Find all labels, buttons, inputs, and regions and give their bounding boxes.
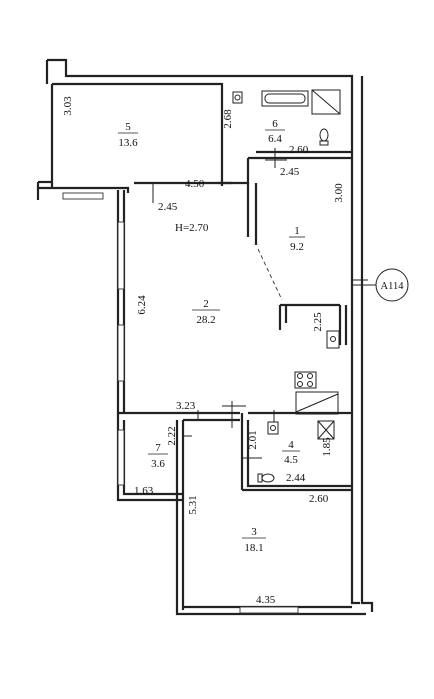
fixtures xyxy=(232,89,341,483)
shower-icon xyxy=(311,89,341,115)
dim-2-68: 2.68 xyxy=(222,109,234,129)
toilet-icon-2 xyxy=(257,473,275,483)
room-4-area: 4.5 xyxy=(284,454,298,466)
dim-2-01: 2.01 xyxy=(247,430,259,449)
room-7-label: 7 3.6 xyxy=(148,442,168,470)
dim-2-60-bottom: 2.60 xyxy=(309,493,329,505)
dim-1-85: 1.85 xyxy=(321,437,333,457)
ceiling-height-label: H=2.70 xyxy=(175,222,209,234)
dim-2-22: 2.22 xyxy=(166,426,178,445)
room-1-label: 1 9.2 xyxy=(289,225,305,253)
room-7-number: 7 xyxy=(155,442,161,454)
dim-3-23: 3.23 xyxy=(176,400,196,412)
room-5-number: 5 xyxy=(125,121,131,133)
dim-3-00: 3.00 xyxy=(333,183,345,203)
dim-4-35: 4.35 xyxy=(256,594,276,606)
dimension-labels: 3.03 2.68 2.60 2.45 3.00 4.50 2.45 6.24 … xyxy=(62,96,345,606)
room-2-number: 2 xyxy=(203,298,209,310)
windows xyxy=(62,192,299,614)
room-3-number: 3 xyxy=(251,526,257,538)
room-2-label: 2 28.2 xyxy=(192,298,220,326)
vent-shaft-icon xyxy=(317,420,335,440)
dimension-ticks xyxy=(152,148,368,459)
room-labels: 5 13.6 6 6.4 1 9.2 H=2.70 2 28.2 4 4.5 xyxy=(118,118,305,554)
dim-2-45-b: 2.45 xyxy=(158,201,178,213)
dim-4-50: 4.50 xyxy=(185,178,205,190)
stove-icon xyxy=(294,371,317,389)
room-1-number: 1 xyxy=(294,225,300,237)
room-5-label: 5 13.6 xyxy=(118,121,138,149)
kitchen-sink-icon xyxy=(326,330,340,349)
sink-icon xyxy=(232,91,243,104)
dim-6-24: 6.24 xyxy=(136,295,148,315)
dim-2-45-a: 2.45 xyxy=(280,166,300,178)
door-swing xyxy=(257,248,283,301)
dim-2-25: 2.25 xyxy=(312,312,324,332)
unit-marker: A114 xyxy=(352,268,409,302)
room-3-label: 3 18.1 xyxy=(242,526,266,554)
unit-marker-label: A114 xyxy=(381,281,405,292)
dim-2-44: 2.44 xyxy=(286,472,306,484)
sink-icon-2 xyxy=(267,421,279,435)
room-6-area: 6.4 xyxy=(268,133,282,145)
room-1-area: 9.2 xyxy=(290,241,304,253)
inner-walls xyxy=(134,150,352,492)
room-5-area: 13.6 xyxy=(118,137,138,149)
dim-1-63: 1.63 xyxy=(134,485,154,497)
room-3-area: 18.1 xyxy=(244,542,263,554)
bathtub-icon xyxy=(261,90,309,107)
room-7-area: 3.6 xyxy=(151,458,165,470)
room-2-area: 28.2 xyxy=(196,314,215,326)
dim-3-03: 3.03 xyxy=(62,96,74,116)
toilet-icon xyxy=(319,128,329,146)
room-4-number: 4 xyxy=(288,439,294,451)
room-4-label: 4 4.5 xyxy=(282,439,300,466)
dim-2-60-top: 2.60 xyxy=(289,144,309,156)
shower-tray-icon xyxy=(295,391,339,415)
room-6-label: 6 6.4 xyxy=(265,118,285,145)
room-6-number: 6 xyxy=(272,118,278,130)
outer-walls xyxy=(36,58,374,616)
dim-5-31: 5.31 xyxy=(187,495,199,514)
